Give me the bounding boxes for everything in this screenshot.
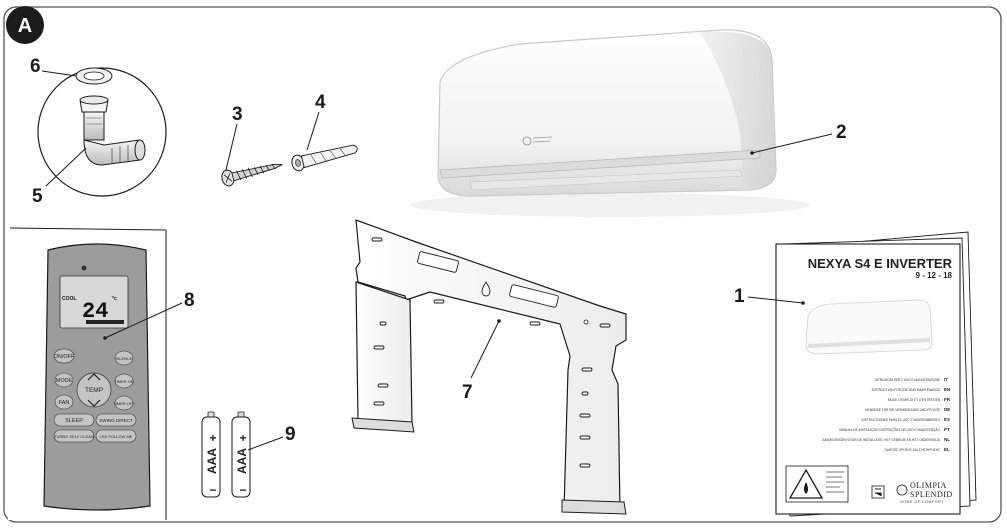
svg-text:FR: FR — [944, 397, 951, 402]
svg-text:FAN: FAN — [59, 400, 70, 406]
svg-text:NL: NL — [944, 437, 950, 442]
lcd-temperature: 24 — [82, 299, 108, 324]
user-manual: NEXYA S4 E INVERTER 9 - 12 - 18 ISTRUZIO… — [734, 231, 977, 517]
callout-8: 8 — [184, 290, 195, 311]
svg-text:IT: IT — [944, 377, 948, 382]
svg-text:ES: ES — [944, 417, 950, 422]
remote-timer-on-button[interactable]: TIMER ON — [114, 373, 134, 389]
drain-elbow-detail: 6 5 — [30, 56, 167, 207]
remote-onoff-button[interactable]: ON/OFF — [54, 348, 75, 364]
svg-text:ΟΔΗΓΙΕΣ ΧΡΗΣΗΣ ΚΑΙ ΣΥΝΤΗΡΗΣΗΣ: ΟΔΗΓΙΕΣ ΧΡΗΣΗΣ ΚΑΙ ΣΥΝΤΗΡΗΣΗΣ — [885, 448, 941, 452]
manual-language-list: ISTRUZIONI PER L'USO E MANUTENZIONE IT I… — [822, 377, 950, 452]
remote-mode-button[interactable]: MODE — [54, 372, 74, 388]
remote-fan-button[interactable]: FAN — [54, 394, 74, 410]
lcd-mode: COOL — [62, 296, 76, 302]
callout-7: 7 — [462, 382, 473, 403]
svg-text:SILENCE: SILENCE — [115, 356, 132, 361]
leader-5 — [45, 147, 87, 187]
wall-plug: 4 — [291, 92, 358, 172]
drain-ring — [75, 67, 113, 85]
svg-text:MANUAL DE INSTALAÇÃO INSTRUÇÕE: MANUAL DE INSTALAÇÃO INSTRUÇÕES DE USO E… — [839, 427, 940, 432]
flammable-warning-icon — [785, 465, 849, 503]
callout-2: 2 — [836, 122, 847, 143]
remote-lcd — [59, 275, 129, 329]
battery-left: + AAA − — [201, 411, 221, 498]
battery-right: + AAA − — [231, 411, 251, 498]
leader-1 — [747, 296, 804, 304]
remote-temp-rocker[interactable]: TEMP — [76, 372, 112, 408]
remote-sleep-button[interactable]: SLEEP — [53, 413, 95, 427]
svg-text:OLIMPIA: OLIMPIA — [910, 481, 947, 490]
leader-9 — [247, 436, 284, 451]
callout-3: 3 — [232, 104, 243, 125]
svg-text:HINWEISE FÜR DIE VERWENDUNG UN: HINWEISE FÜR DIE VERWENDUNG UND PFLEGE — [865, 408, 940, 412]
svg-text:ON/OFF: ON/OFF — [54, 354, 75, 360]
leader-2 — [751, 133, 833, 154]
manual-models: 9 - 12 - 18 — [916, 271, 953, 280]
svg-text:SPLENDID: SPLENDID — [910, 490, 953, 499]
screw: 3 — [221, 104, 283, 187]
panel-badge-label: A — [18, 15, 32, 37]
svg-text:SWING DIRECT: SWING DIRECT — [99, 418, 133, 423]
callout-5: 5 — [32, 186, 43, 207]
callout-1: 1 — [734, 286, 745, 307]
svg-text:ISTRUZIONI PER L'USO E MANUTEN: ISTRUZIONI PER L'USO E MANUTENZIONE — [875, 378, 940, 382]
remote-led-follow-me-button[interactable]: LED FOLLOW ME — [95, 429, 137, 443]
svg-text:PT: PT — [944, 427, 950, 432]
manual-symbol-icon — [871, 485, 885, 499]
svg-text:+: + — [239, 431, 246, 445]
svg-text:MODE: MODE — [56, 378, 73, 384]
indoor-unit-logo — [522, 136, 553, 146]
svg-text:TIMER OFF: TIMER OFF — [113, 401, 135, 406]
svg-text:AAA: AAA — [235, 448, 249, 474]
svg-text:AANWIJZINGEN VOOR DE INSTALLAT: AANWIJZINGEN VOOR DE INSTALLATIE, HET GE… — [822, 438, 940, 442]
svg-text:HOME OF COMFORT: HOME OF COMFORT — [900, 500, 944, 504]
lcd-unit: °c — [112, 296, 117, 302]
manual-title: NEXYA S4 E INVERTER — [808, 256, 953, 271]
svg-text:+: + — [209, 431, 216, 445]
remote-silence-button[interactable]: SILENCE — [114, 350, 134, 366]
brand-logo: OLIMPIA SPLENDID HOME OF COMFORT — [896, 481, 953, 504]
callout-9: 9 — [285, 424, 296, 445]
mounting-plate: 7 — [351, 219, 627, 515]
svg-text:−: − — [209, 483, 216, 497]
remote-timer-off-button[interactable]: TIMER OFF — [113, 395, 135, 411]
leader-8 — [104, 302, 183, 339]
callout-6: 6 — [30, 56, 41, 77]
leader-7 — [470, 320, 500, 379]
svg-text:LED FOLLOW ME: LED FOLLOW ME — [100, 434, 133, 439]
leader-6 — [41, 70, 77, 77]
svg-text:TIMER ON: TIMER ON — [114, 379, 134, 384]
remote-swing-direct-button[interactable]: SWING DIRECT — [95, 413, 137, 427]
leader-3 — [225, 123, 238, 171]
svg-text:EN: EN — [944, 387, 950, 392]
svg-text:TURBO SELF CLEAN: TURBO SELF CLEAN — [54, 434, 94, 439]
svg-text:INSTRUCCIONES PARA EL USO Y MA: INSTRUCCIONES PARA EL USO Y MANTENIMIENT… — [862, 418, 941, 422]
indoor-unit: 2 — [410, 29, 847, 217]
svg-text:DE: DE — [944, 407, 950, 412]
svg-text:SLEEP: SLEEP — [65, 418, 83, 424]
svg-text:AAA: AAA — [205, 448, 219, 474]
svg-text:MODE D'EMPLOI ET D'ENTRETIEN: MODE D'EMPLOI ET D'ENTRETIEN — [888, 398, 941, 402]
remote-turbo-self-clean-button[interactable]: TURBO SELF CLEAN — [53, 429, 95, 443]
svg-text:EL: EL — [944, 447, 950, 452]
svg-text:TEMP: TEMP — [85, 387, 103, 394]
drain-elbow — [79, 95, 146, 166]
callout-4: 4 — [315, 92, 326, 113]
panel-badge: A — [6, 6, 44, 44]
manual-ac-image — [805, 299, 933, 355]
leader-4 — [306, 111, 320, 151]
svg-text:INSTRUCTION FOR USE AND MAINTE: INSTRUCTION FOR USE AND MAINTENANCE — [872, 388, 940, 392]
aaa-batteries: + AAA − + AAA − 9 — [201, 411, 296, 498]
remote-control: COOL 24 °c ON/OFF SILENCE MODE TIMER ON … — [8, 227, 195, 520]
svg-text:−: − — [239, 483, 246, 497]
